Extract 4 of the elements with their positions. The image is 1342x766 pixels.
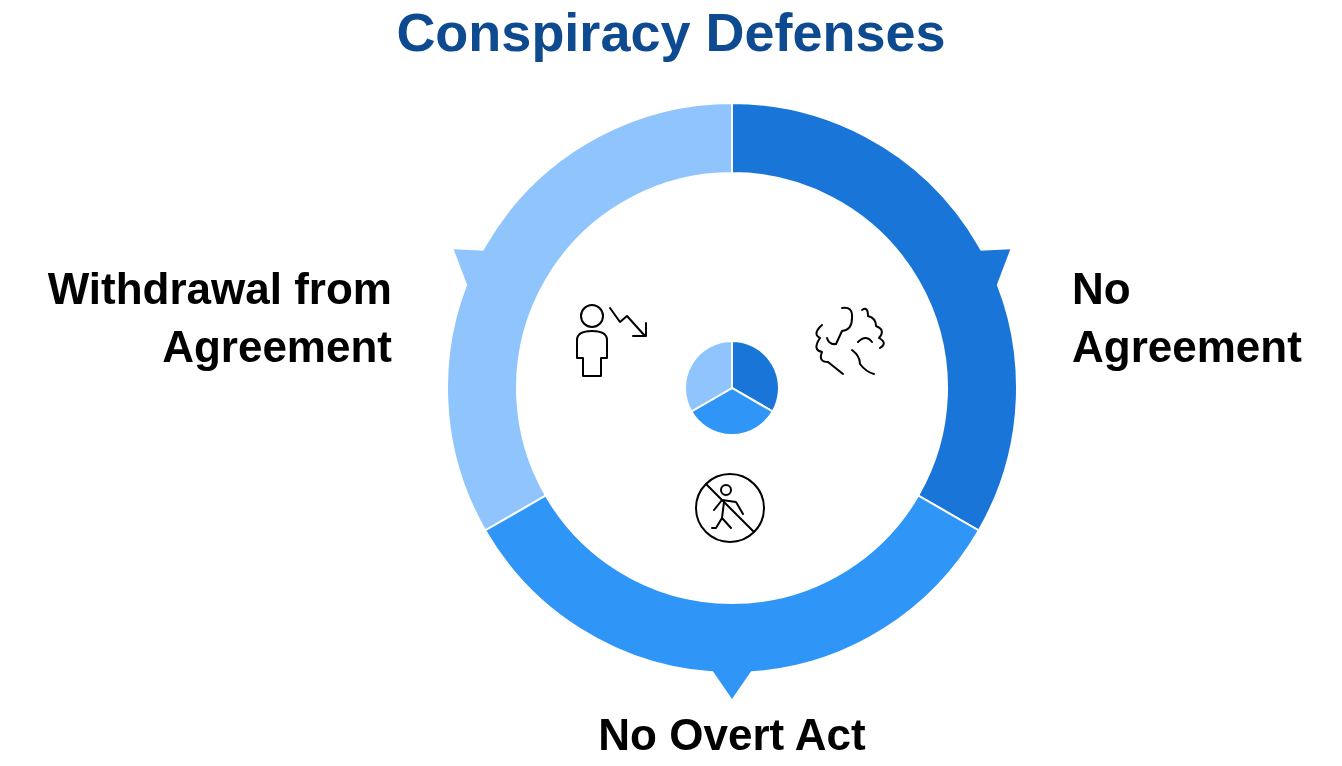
segment-label: No Agreement [1072, 263, 1303, 373]
segment-label: No Overt Act [597, 709, 867, 761]
title: Conspiracy Defenses [396, 1, 946, 64]
segment-label: Withdrawal from Agreement [46, 263, 392, 373]
